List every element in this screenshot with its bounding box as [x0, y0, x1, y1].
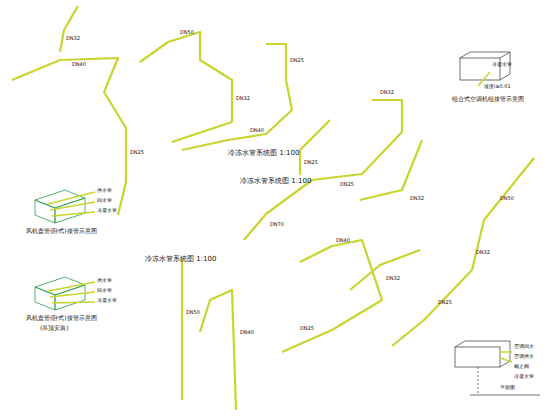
pipe-size: DN32: [410, 196, 424, 201]
pipe-size: DN25: [300, 326, 314, 331]
pipe-size: DN32: [380, 90, 394, 95]
note-label: 坡度i≥0.01: [484, 84, 511, 89]
water-pipe: [300, 120, 330, 175]
water-pipe: [244, 100, 402, 240]
water-pipe: [182, 44, 292, 150]
drawing-caption: 冷冻水管系统图 1:100: [145, 256, 216, 263]
water-pipe: [282, 240, 382, 352]
pipe-size: DN25: [304, 160, 318, 165]
pipe-size: DN50: [180, 30, 194, 35]
note-label: 冷凝水管: [514, 374, 534, 379]
note-label: 冷凝水管: [97, 298, 117, 303]
pipe-size: DN25: [438, 300, 452, 305]
pipe-size: DN32: [236, 96, 250, 101]
water-pipe: [350, 250, 420, 290]
pipe-size: DN32: [386, 276, 400, 281]
note-label: 风机盘管(卧式)接管示意图: [26, 315, 97, 321]
note-label: 平面图: [500, 385, 515, 390]
note-label: 组合式空调机组接管示意图: [452, 96, 524, 102]
note-label: 供水管: [97, 188, 112, 193]
drawing-caption: 冷冻水管系统图 1:100: [240, 178, 311, 185]
water-pipe: [200, 290, 236, 410]
pipe-size: DN25: [130, 150, 144, 155]
water-pipe: [181, 258, 183, 400]
pipe-size: DN70: [270, 222, 284, 227]
pipe-size: DN50: [186, 310, 200, 315]
note-label: 冷凝水管: [97, 208, 117, 213]
note-label: 截止阀: [514, 364, 529, 369]
pipe-size: DN25: [290, 58, 304, 63]
note-label: 回水管: [97, 198, 112, 203]
note-label: 冷凝水管: [492, 62, 512, 67]
pipe-size: DN32: [66, 36, 80, 41]
note-label: 风机盘管(卧式)接管示意图: [26, 228, 97, 234]
note-label: 空调供水: [514, 354, 534, 359]
drawing-caption: 冷冻水管系统图 1:100: [228, 150, 299, 157]
pipe-size: DN40: [72, 62, 86, 67]
water-pipe: [12, 58, 126, 215]
pipe-size: DN40: [240, 330, 254, 335]
pipe-size: DN32: [476, 250, 490, 255]
note-label: 回水管: [97, 288, 112, 293]
note-label: 空调回水: [514, 344, 534, 349]
note-label: 供水管: [97, 278, 112, 283]
water-pipe: [60, 6, 78, 52]
pipe-size: DN40: [336, 238, 350, 243]
pipe-size: DN50: [500, 196, 514, 201]
note-label: (吊顶安装): [40, 325, 69, 331]
water-pipe: [360, 140, 422, 200]
pipe-size: DN25: [340, 182, 354, 187]
water-pipe: [140, 32, 232, 142]
pipe-size: DN40: [250, 128, 264, 133]
